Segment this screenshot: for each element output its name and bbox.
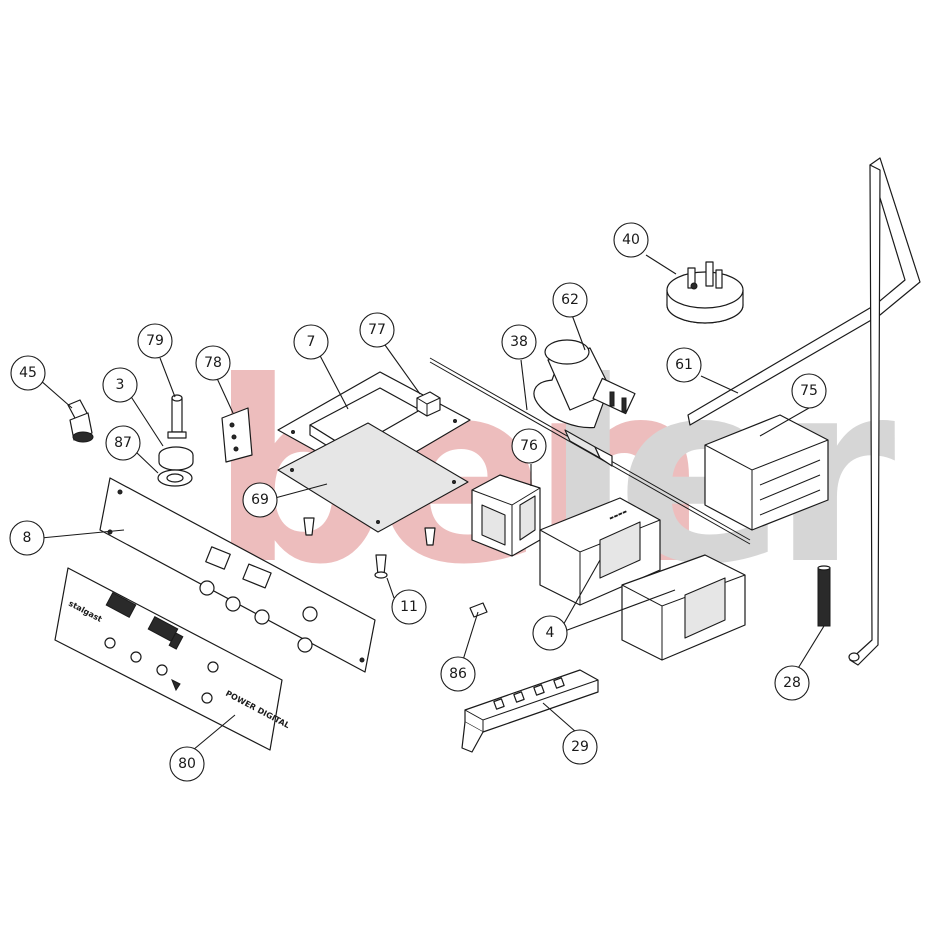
part-79-rod bbox=[167, 394, 187, 439]
svg-text:80: 80 bbox=[178, 756, 196, 772]
part-28-threaded-rod bbox=[817, 565, 831, 627]
part-62-capacitor bbox=[533, 339, 636, 429]
svg-text:87: 87 bbox=[114, 435, 132, 451]
part-61-bent-tube bbox=[687, 157, 921, 666]
callout-69: 69 bbox=[242, 482, 278, 518]
callout-4: 4 bbox=[532, 615, 568, 651]
svg-text:3: 3 bbox=[116, 377, 125, 393]
part-4-contactor-a: ▬▬▬▬ bbox=[539, 497, 661, 606]
part-11-standoffs bbox=[303, 517, 436, 579]
svg-text:4: 4 bbox=[546, 625, 555, 641]
callout-77: 77 bbox=[359, 312, 395, 348]
part-87-nut bbox=[157, 469, 193, 487]
callout-79: 79 bbox=[137, 323, 173, 359]
svg-text:62: 62 bbox=[561, 292, 579, 308]
part-76-transformer bbox=[471, 474, 541, 557]
svg-text:11: 11 bbox=[400, 599, 418, 615]
svg-text:69: 69 bbox=[251, 492, 269, 508]
svg-text:40: 40 bbox=[622, 232, 640, 248]
part-80-front-panel: stalgast POWER DIGITAL bbox=[54, 567, 291, 751]
callout-29: 29 bbox=[562, 729, 598, 765]
callout-45: 45 bbox=[10, 355, 46, 391]
svg-text:29: 29 bbox=[571, 739, 589, 755]
part-29-terminal-strip bbox=[461, 669, 599, 753]
leader-lines bbox=[39, 254, 825, 751]
callout-28: 28 bbox=[774, 665, 810, 701]
part-4-contactor-b bbox=[621, 554, 746, 661]
part-3-knob bbox=[158, 446, 194, 471]
callouts: 45 3 79 78 87 8 7 77 69 38 62 40 76 61 7… bbox=[9, 222, 827, 782]
callout-78: 78 bbox=[195, 345, 231, 381]
svg-text:78: 78 bbox=[204, 355, 222, 371]
svg-text:77: 77 bbox=[368, 322, 386, 338]
svg-text:86: 86 bbox=[449, 666, 467, 682]
part-75-relay bbox=[704, 414, 829, 531]
part-45-sensor bbox=[67, 399, 94, 443]
callout-75: 75 bbox=[791, 373, 827, 409]
callout-76: 76 bbox=[511, 428, 547, 464]
callout-38: 38 bbox=[501, 324, 537, 360]
svg-text:7: 7 bbox=[307, 334, 316, 350]
svg-text:75: 75 bbox=[800, 383, 818, 399]
svg-text:8: 8 bbox=[23, 530, 32, 546]
part-40-thermostat bbox=[666, 261, 744, 324]
part-38-rod bbox=[429, 357, 751, 545]
callout-87: 87 bbox=[105, 425, 141, 461]
callout-62: 62 bbox=[552, 282, 588, 318]
part-69-insulation-sheet bbox=[277, 422, 469, 533]
part-77-block bbox=[416, 391, 441, 417]
part-78-terminal-block bbox=[221, 407, 253, 463]
callout-8: 8 bbox=[9, 520, 45, 556]
callout-7: 7 bbox=[293, 324, 329, 360]
callout-61: 61 bbox=[666, 347, 702, 383]
svg-text:28: 28 bbox=[783, 675, 801, 691]
svg-text:61: 61 bbox=[675, 357, 693, 373]
callout-11: 11 bbox=[391, 589, 427, 625]
svg-text:79: 79 bbox=[146, 333, 164, 349]
callout-80: 80 bbox=[169, 746, 205, 782]
svg-text:38: 38 bbox=[510, 334, 528, 350]
callout-3: 3 bbox=[102, 367, 138, 403]
svg-text:76: 76 bbox=[520, 438, 538, 454]
svg-text:45: 45 bbox=[19, 365, 37, 381]
callout-86: 86 bbox=[440, 656, 476, 692]
part-86-pin bbox=[469, 602, 488, 618]
callout-40: 40 bbox=[613, 222, 649, 258]
part-8-back-panel bbox=[99, 477, 376, 673]
